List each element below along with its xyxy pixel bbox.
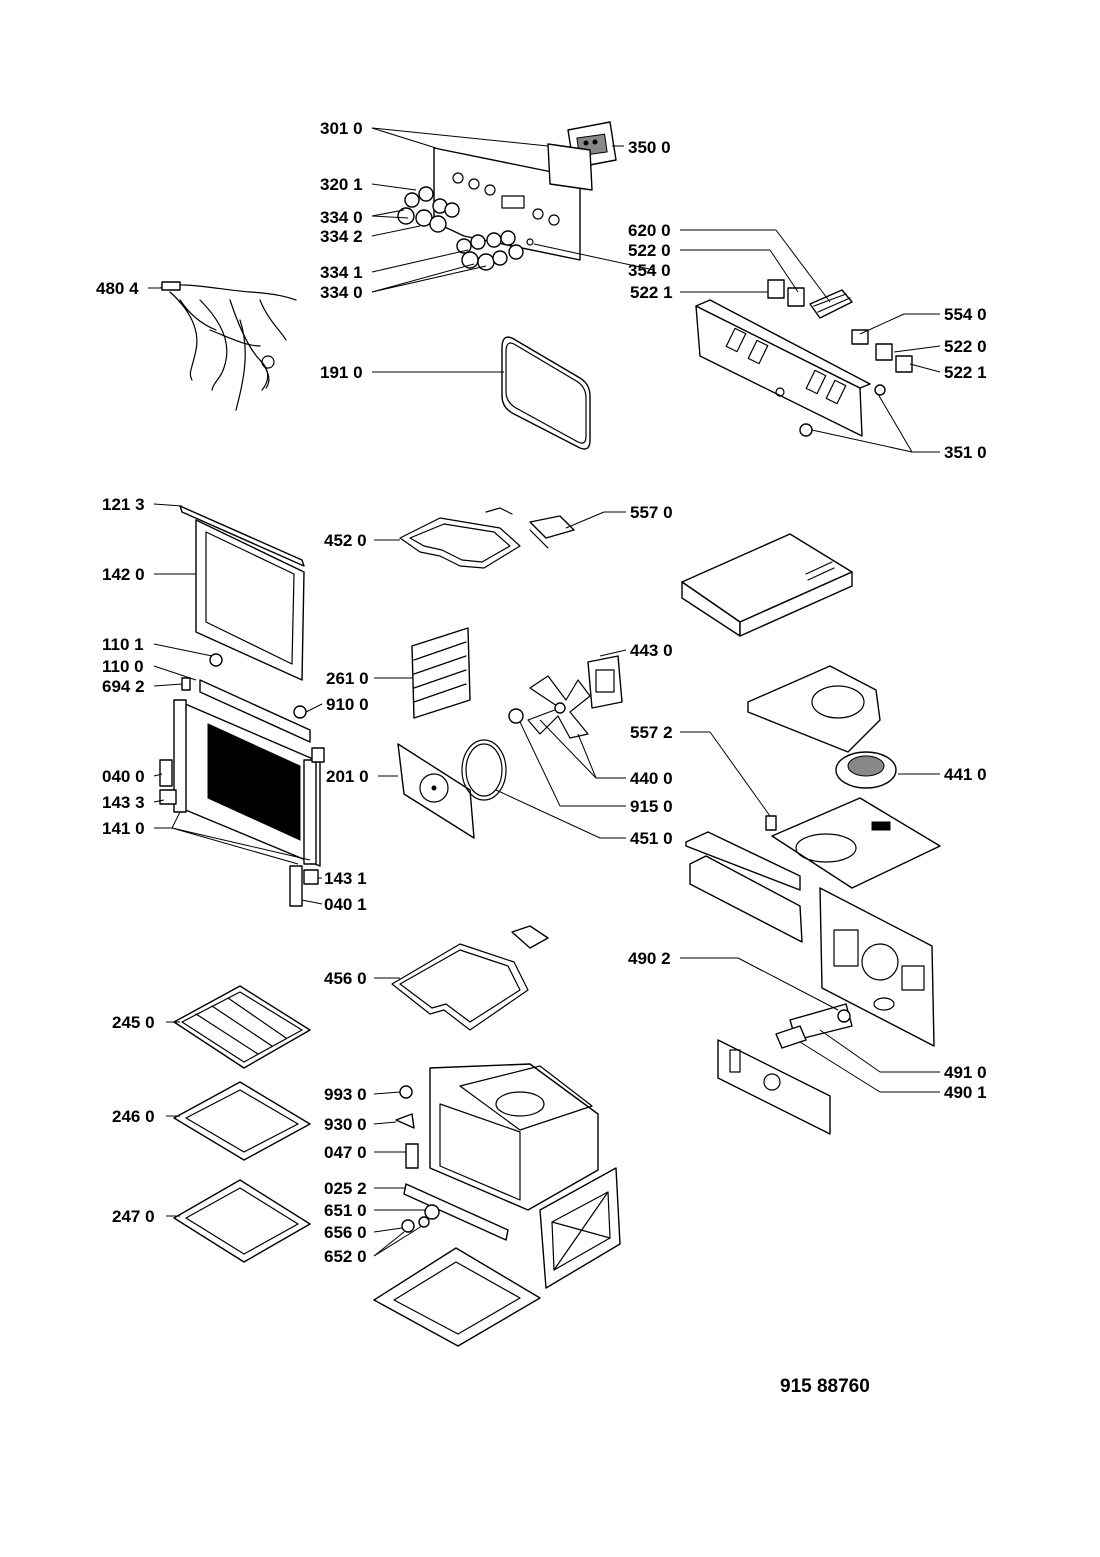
part-top-cover [681,533,853,637]
callout-label: 522 0 [944,337,987,356]
part-door-top-trim [179,505,305,567]
callout-label: 334 1 [320,263,363,282]
callout-labels: 301 0 350 0 320 1 334 0 334 2 334 1 334 … [96,119,987,1266]
part-control-panel [433,143,593,261]
part-grill-element [399,507,521,569]
part-switches [767,279,913,437]
callout-label: 480 4 [96,279,139,298]
part-bottom-element [391,925,549,1031]
callout-label: 121 3 [102,495,145,514]
part-oven-cavity [429,1063,599,1211]
part-side-duct [685,831,803,943]
part-fan-nut [508,708,524,724]
callout-label: 261 0 [326,669,369,688]
callout-label: 522 0 [628,241,671,260]
callout-label: 201 0 [326,767,369,786]
part-wire-shelf [173,985,311,1069]
diagram-code: 915 88760 [780,1376,870,1397]
callout-label: 490 2 [628,949,671,968]
callout-label: 110 1 [102,635,144,654]
callout-label: 142 0 [102,565,145,584]
callout-label: 040 1 [324,895,367,914]
callout-label: 246 0 [112,1107,155,1126]
part-shelf-rails [411,627,471,719]
part-door-seal [501,336,591,450]
callout-label: 910 0 [326,695,369,714]
callout-label: 354 0 [628,261,671,280]
callout-label: 350 0 [628,138,671,157]
callout-label: 320 1 [320,175,363,194]
callout-label: 245 0 [112,1013,155,1032]
part-cavity-fittings [395,1085,509,1241]
callout-label: 191 0 [320,363,363,382]
part-rear-panel [819,887,935,1047]
callout-label: 351 0 [944,443,987,462]
callout-label: 915 0 [630,797,673,816]
callout-label: 247 0 [112,1207,155,1226]
part-knobs-lower [456,230,534,271]
callout-label: 694 2 [102,677,145,696]
callout-label: 656 0 [324,1223,367,1242]
callout-label: 993 0 [324,1085,367,1104]
callout-label: 334 0 [320,208,363,227]
callout-label: 141 0 [102,819,145,838]
part-fan-back-panel [397,743,475,839]
callout-label: 334 0 [320,283,363,302]
callout-label: 443 0 [630,641,673,660]
part-control-housing [695,299,871,437]
callout-label: 334 2 [320,227,363,246]
part-ring-element [461,739,507,801]
part-terminal-block [775,1003,853,1049]
callout-label: 441 0 [944,765,987,784]
part-cavity-top-plate [771,797,941,889]
part-thermostat [529,515,575,549]
part-wiring-harness [159,281,297,411]
callout-label: 025 2 [324,1179,367,1198]
part-power-board [717,1039,831,1135]
callout-label: 522 1 [630,283,673,302]
part-back-frame [539,1167,621,1289]
callout-label: 490 1 [944,1083,987,1102]
callout-label: 143 3 [102,793,145,812]
part-door-frame [173,679,321,867]
callout-label: 554 0 [944,305,987,324]
callout-label: 620 0 [628,221,671,240]
callout-label: 456 0 [324,969,367,988]
part-fan-blade [527,675,591,739]
part-fan-housing-cover [747,665,881,753]
callout-label: 557 2 [630,723,673,742]
callout-label: 143 1 [324,869,367,888]
callout-label: 440 0 [630,769,673,788]
callout-label: 522 1 [944,363,987,382]
part-fan-motor [587,655,623,709]
callout-label: 557 0 [630,503,673,522]
callout-label: 652 0 [324,1247,367,1266]
part-door-hinges [159,747,325,907]
callout-label: 110 0 [102,657,144,676]
callout-label: 930 0 [324,1115,367,1134]
part-drip-tray [173,1179,311,1263]
callout-label: 047 0 [324,1143,367,1162]
leader-lines [148,127,941,1257]
part-hinge-small [181,653,307,719]
part-cooling-fan [835,751,897,789]
callout-label: 301 0 [320,119,363,138]
callout-label: 491 0 [944,1063,987,1082]
callout-label: 651 0 [324,1201,367,1220]
callout-label: 451 0 [630,829,673,848]
part-bottom-plate [373,1247,541,1347]
callout-label: 452 0 [324,531,367,550]
callout-label: 040 0 [102,767,145,786]
part-knobs-upper [397,186,460,233]
part-baking-tray [173,1081,311,1161]
part-safety-thermostat [765,815,777,831]
part-inner-glass [195,519,305,681]
